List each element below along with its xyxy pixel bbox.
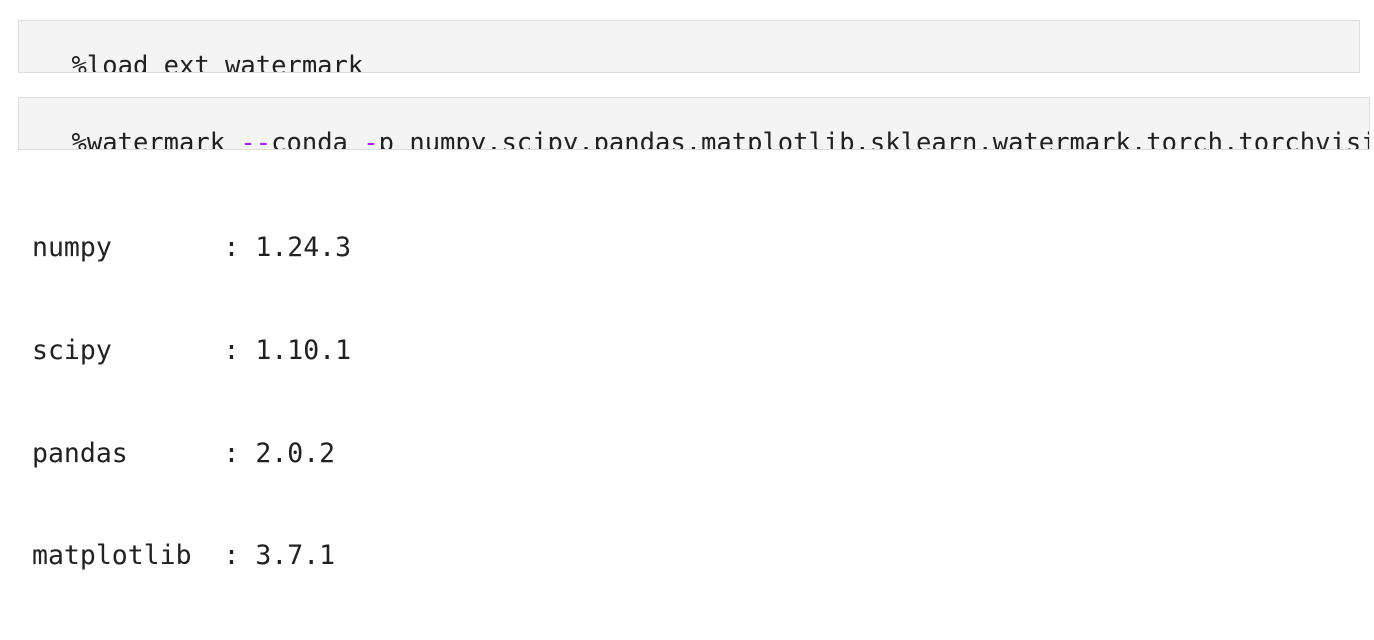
code-cell-watermark[interactable]: %watermark --conda -p numpy,scipy,pandas… (18, 97, 1370, 150)
output-line-matplotlib: matplotlib : 3.7.1 (32, 540, 336, 572)
flag-conda-word: conda (271, 128, 364, 150)
output-line-pandas: pandas : 2.0.2 (32, 437, 336, 469)
flag-conda-dashes: -- (240, 128, 272, 150)
watermark-output-stream: numpy : 1.24.3 scipy : 1.10.1 pandas : 2… (32, 163, 1352, 640)
package-list-argument: numpy,scipy,pandas,matplotlib,sklearn,wa… (409, 128, 1370, 150)
code-cell-watermark-source: %watermark --conda -p numpy,scipy,pandas… (71, 128, 1370, 150)
code-cell-load-ext[interactable]: %load_ext watermark (18, 20, 1360, 73)
code-cell-load-ext-source: %load_ext watermark (71, 51, 364, 73)
flag-p-dash: - (363, 128, 379, 150)
output-line-numpy: numpy : 1.24.3 (32, 232, 352, 264)
flag-p-word: p (378, 128, 410, 150)
magic-watermark-token: %watermark (71, 128, 241, 150)
output-line-scipy: scipy : 1.10.1 (32, 335, 352, 366)
